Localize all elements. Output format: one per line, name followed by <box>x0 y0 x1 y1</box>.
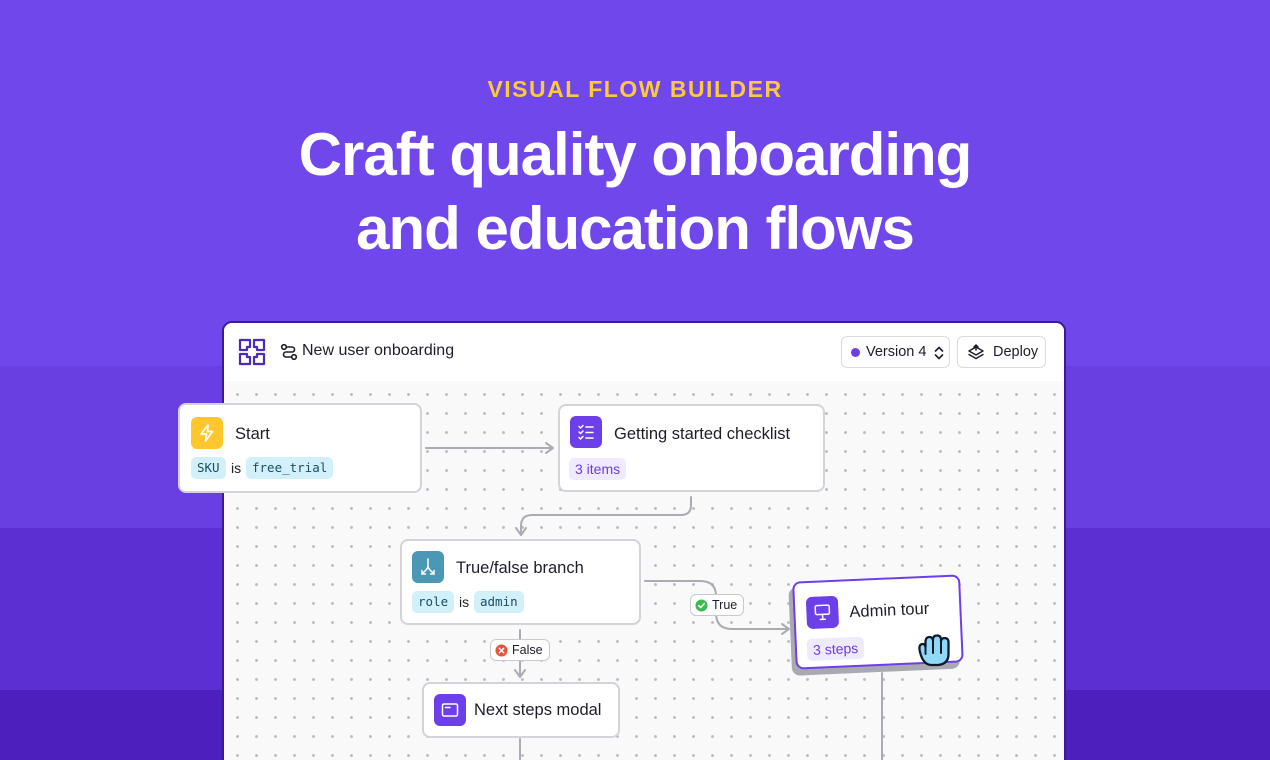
modal-node[interactable]: Next steps modal <box>422 682 620 738</box>
node-title: Getting started checklist <box>614 425 791 443</box>
condition-value-chip: free_trial <box>246 457 334 479</box>
headline-line: Craft quality onboarding <box>298 121 973 188</box>
item-count-badge: 3 items <box>569 458 627 480</box>
node-title: Start <box>235 425 270 443</box>
grab-hand-cursor-icon <box>918 634 950 667</box>
branch-node[interactable]: True/false branch role is admin <box>400 539 641 625</box>
node-title: True/false branch <box>456 559 584 577</box>
edge-label-text: True <box>712 598 738 612</box>
deploy-button[interactable]: Deploy <box>957 336 1046 368</box>
admin-tour-card[interactable]: Admin tour 3 steps <box>792 574 964 670</box>
condition-value-chip: admin <box>474 591 524 613</box>
version-label: Version 4 <box>866 344 927 360</box>
tour-pointer-icon <box>805 595 840 630</box>
start-node[interactable]: Start SKU is free_trial <box>178 403 422 493</box>
flow-icon <box>280 343 298 361</box>
flow-builder-window: New user onboarding Version 4 Deploy <box>222 321 1066 760</box>
split-arrows-icon <box>412 551 444 583</box>
hero-headline: Craft quality onboarding and education f… <box>0 118 1270 266</box>
lightning-icon <box>191 417 223 449</box>
true-edge-label: True <box>690 594 745 616</box>
version-status-dot <box>851 348 860 357</box>
step-count-badge: 3 steps <box>806 636 865 662</box>
window-icon <box>434 694 466 726</box>
checklist-node[interactable]: Getting started checklist 3 items <box>558 404 825 492</box>
edge-label-text: False <box>512 643 543 657</box>
app-logo-icon[interactable] <box>238 338 266 366</box>
condition-field-chip: role <box>412 591 455 613</box>
layers-icon <box>968 344 984 360</box>
condition-operator: is <box>231 460 242 476</box>
checklist-icon <box>570 416 602 448</box>
admin-tour-node[interactable]: Admin tour 3 steps <box>788 574 966 676</box>
eyebrow-text: VISUAL FLOW BUILDER <box>487 76 783 102</box>
app-header: New user onboarding Version 4 Deploy <box>224 323 1064 381</box>
chevron-up-down-icon <box>934 346 944 360</box>
background-band <box>0 0 1270 366</box>
condition-field-chip: SKU <box>191 457 226 479</box>
headline-line: and education flows <box>356 195 915 262</box>
x-circle-icon <box>495 643 508 657</box>
check-circle-icon <box>695 598 708 612</box>
flow-title[interactable]: New user onboarding <box>302 342 455 359</box>
deploy-label: Deploy <box>993 344 1039 360</box>
condition-operator: is <box>459 594 470 610</box>
false-edge-label: False <box>490 639 550 661</box>
node-title: Next steps modal <box>474 701 602 719</box>
node-title: Admin tour <box>849 599 930 622</box>
version-select[interactable]: Version 4 <box>841 336 950 368</box>
